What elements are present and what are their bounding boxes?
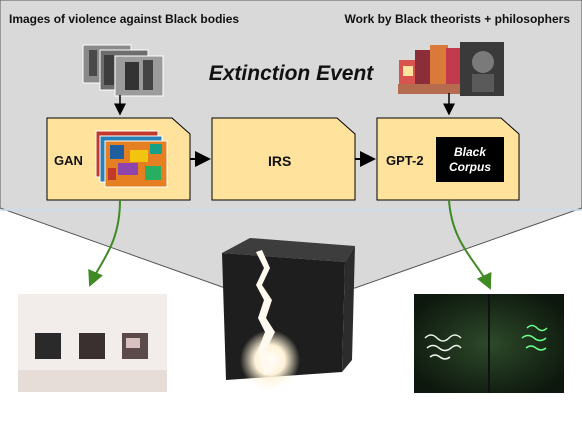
irs-node [211, 117, 356, 201]
black-corpus-box: Black Corpus [436, 137, 504, 182]
diagram-title: Extinction Event [208, 62, 374, 85]
gpt2-label: GPT-2 [386, 153, 424, 168]
irs-label: IRS [268, 153, 292, 169]
gan-generated-images [95, 130, 168, 188]
left-source-label: Images of violence against Black bodies [9, 12, 240, 26]
corpus-line-1: Black [453, 144, 487, 159]
corpus-line-2: Corpus [449, 159, 491, 174]
arrow-gan-to-gallery [88, 199, 121, 287]
right-source-label: Work by Black theorists + philosophers [344, 12, 570, 26]
neon-photo [414, 294, 564, 393]
violence-photos [82, 44, 164, 97]
cube-sculpture [222, 238, 355, 390]
book-covers [398, 42, 504, 96]
arrow-gpt2-to-neon [448, 199, 492, 290]
gallery-photo [18, 294, 167, 392]
gan-label: GAN [54, 153, 83, 168]
